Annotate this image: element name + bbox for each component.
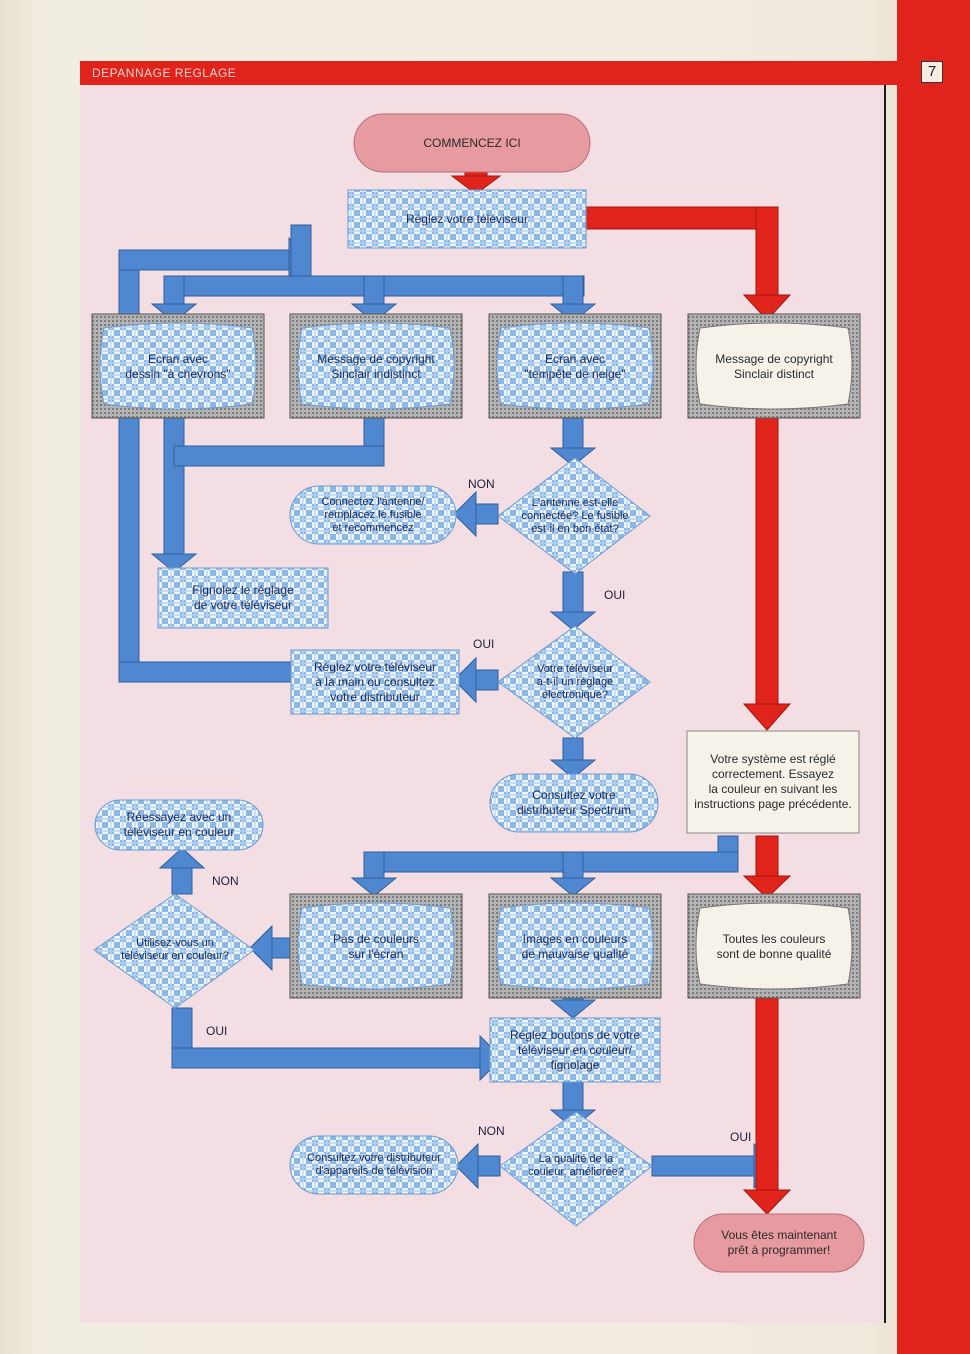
color-tv-oui-tag: OUI [206, 1024, 228, 1038]
retry-color-tv-label: Réessayez avec un téléviseur en couleur [123, 810, 235, 839]
adjust-tv-label: Réglez votre téléviseur [405, 211, 529, 226]
page-number: 7 [921, 61, 943, 83]
consult-spectrum-label: Consultez votre distributeur Spectrum [516, 788, 632, 817]
section-header-bar [80, 61, 897, 85]
right-red-margin [897, 0, 970, 1354]
connect-antenna-label: Connectez l'antenne/ remplacez le fusibl… [321, 495, 425, 534]
retry-color-tv-terminal [94, 799, 264, 851]
adjust-color-buttons-box [489, 1017, 661, 1083]
electronic-oui-tag: OUI [473, 637, 495, 651]
copyright-indistinct-label: Message de copyright Sinclair indistinct [317, 352, 435, 381]
consult-tv-dealer-label: Consultez votre distributeur d'appareils… [307, 1152, 441, 1177]
tv-screen-good-colors [695, 902, 853, 990]
all-colors-good-label: Toutes les couleurs sont de bonne qualit… [716, 932, 832, 961]
antenna-diamond [497, 457, 651, 575]
consult-spectrum-terminal [489, 773, 659, 833]
section-title: DEPANNAGE REGLAGE [92, 66, 237, 80]
color-tv-diamond [93, 893, 255, 1009]
tv-screen-chevrons [99, 322, 257, 410]
system-ok-box [686, 730, 860, 834]
tv-screen-copyright-indistinct [297, 322, 455, 410]
adjust-color-buttons-label: Réglez boutons de votre téléviseur en co… [509, 1027, 641, 1072]
electronic-diamond [497, 625, 651, 739]
tv-screen-bad-colors [496, 902, 654, 990]
system-ok-label: Votre système est réglé correctement. Es… [694, 752, 852, 811]
color-tv-question-label: Utilisez-vous un téléviseur en couleur? [121, 937, 229, 962]
bad-colors-label: Images en couleurs de mauvaise qualité [521, 932, 629, 961]
improved-oui-tag: OUI [730, 1130, 752, 1144]
tv-screen-snow [496, 322, 654, 410]
tv-screen-no-colors [297, 902, 455, 990]
connect-antenna-terminal [289, 485, 457, 545]
ready-label: Vous êtes maintenant prêt à programmer! [721, 1228, 837, 1257]
flowchart-panel [80, 61, 886, 1323]
fine-tune-label: Fignolez le réglage de votre téléviseur [192, 583, 294, 612]
antenna-non-tag: NON [468, 477, 495, 491]
copyright-distinct-label: Message de copyright Sinclair distinct [715, 352, 833, 381]
manual-tune-box [290, 649, 460, 715]
screen-snow-label: Ecran avec "tempête de neige" [524, 352, 626, 381]
start-label: COMMENCEZ ICI [423, 135, 521, 150]
consult-tv-dealer-terminal [289, 1135, 459, 1195]
ready-terminal [693, 1213, 865, 1273]
screen-chevrons-label: Ecran avec dessin "à chevrons" [125, 352, 231, 381]
electronic-question-label: Votre téléviseur a-t-il un réglage élect… [536, 662, 614, 701]
fine-tune-box [157, 567, 329, 629]
antenna-question-label: L'antenne est-elle connectée? Le fusible… [521, 496, 629, 535]
antenna-oui-tag: OUI [604, 588, 626, 602]
manual-tune-label: Réglez votre téléviseur à la main ou con… [313, 659, 437, 704]
start-terminal [353, 113, 591, 173]
improved-diamond [499, 1111, 653, 1227]
tv-screen-copyright-distinct [695, 322, 853, 410]
color-tv-non-tag: NON [212, 874, 239, 888]
no-colors-label: Pas de couleurs sur l'écran [332, 932, 420, 961]
adjust-tv-box [347, 189, 587, 249]
improved-question-label: La qualité de la couleur, améliorée? [527, 1153, 624, 1178]
improved-non-tag: NON [478, 1124, 505, 1138]
